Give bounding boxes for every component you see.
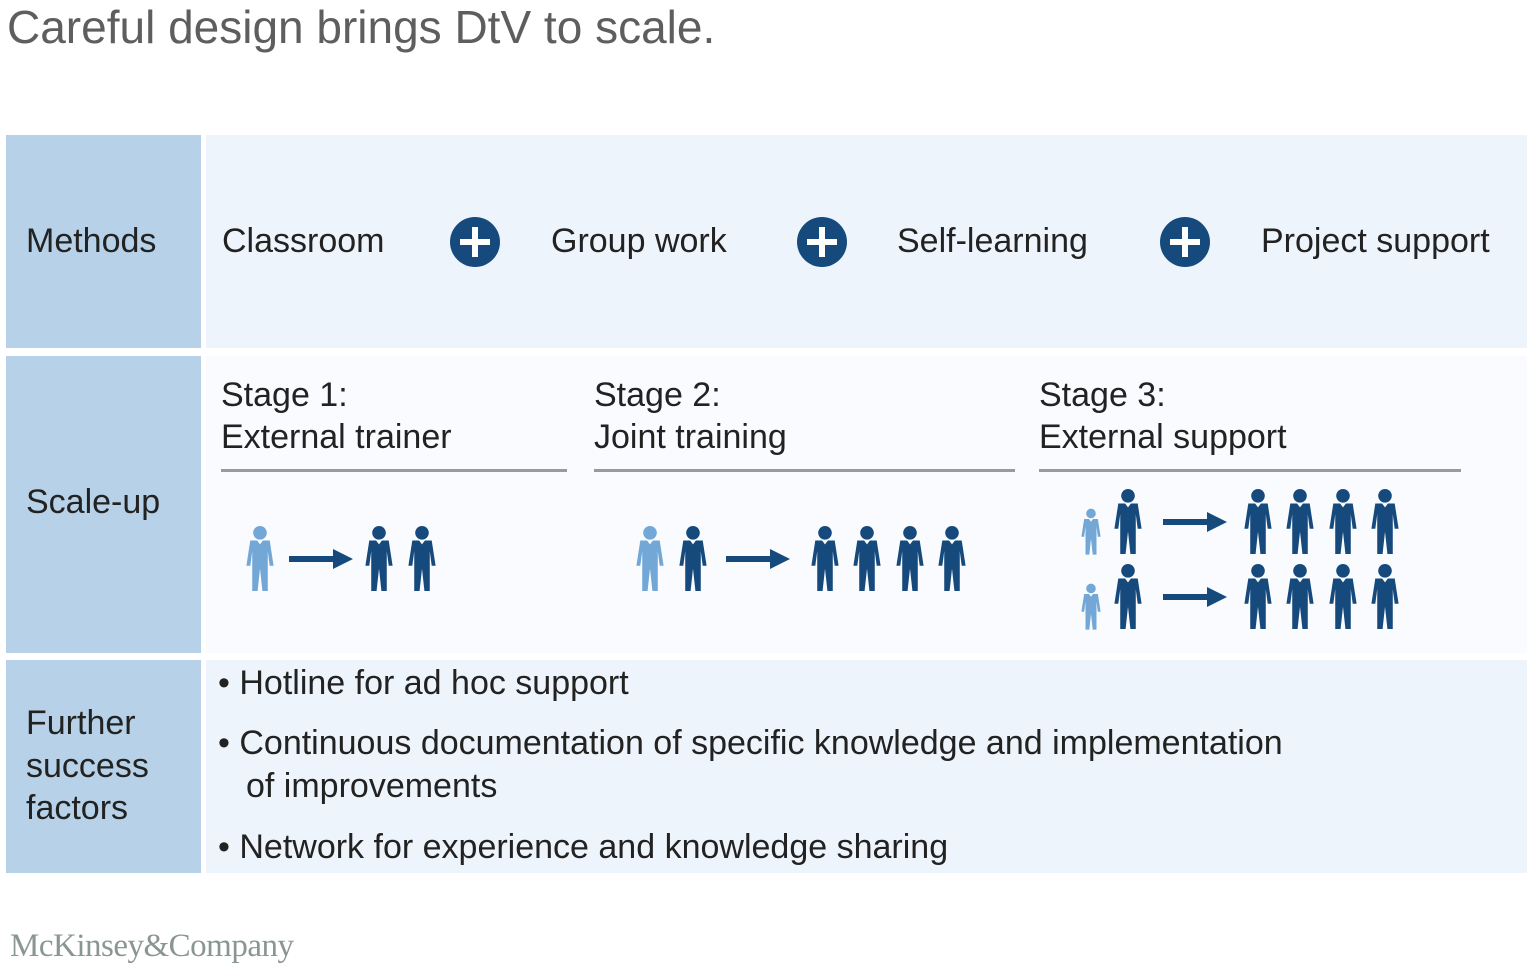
bullet-item: • Hotline for ad hoc support — [218, 664, 629, 702]
person-icon — [810, 525, 840, 593]
person-icon — [678, 525, 708, 593]
methods-label: Methods — [26, 222, 157, 260]
stage-2-name: Joint training — [594, 418, 787, 456]
stage-3-name: External support — [1039, 418, 1287, 456]
person-icon — [852, 525, 882, 593]
method-project-support: Project support — [1261, 222, 1490, 260]
person-icon — [364, 525, 394, 593]
bullet-continuation: of improvements — [246, 767, 498, 805]
bullet-text: Hotline for ad hoc support — [239, 664, 629, 702]
divider — [1039, 469, 1461, 472]
small-trainer-person-icon — [1079, 583, 1103, 631]
plus-icon — [1160, 217, 1210, 267]
stage-1-name: External trainer — [221, 418, 452, 456]
person-icon — [1370, 488, 1400, 556]
stage-3-heading: Stage 3: External support — [1039, 374, 1287, 458]
bullet-text: Continuous documentation of specific kno… — [239, 724, 1283, 762]
person-icon — [895, 525, 925, 593]
person-icon — [1243, 488, 1273, 556]
bullet-text: Network for experience and knowledge sha… — [239, 828, 949, 866]
trainer-person-icon — [245, 525, 275, 593]
further-label-cell: Further success factors — [6, 660, 201, 873]
person-icon — [407, 525, 437, 593]
divider — [594, 469, 1015, 472]
further-label-line: Further — [26, 704, 136, 742]
bullet-item: • Network for experience and knowledge s… — [218, 828, 949, 866]
divider — [221, 469, 567, 472]
stage-2-heading: Stage 2: Joint training — [594, 374, 787, 458]
arrow-icon — [1163, 587, 1227, 607]
arrow-icon — [726, 549, 790, 569]
person-icon — [1113, 488, 1143, 556]
methods-row — [206, 135, 1527, 348]
further-label-line: success — [26, 747, 149, 785]
person-icon — [1285, 488, 1315, 556]
person-icon — [1328, 563, 1358, 631]
further-row — [206, 660, 1527, 873]
person-icon — [1243, 563, 1273, 631]
person-icon — [937, 525, 967, 593]
person-icon — [1113, 563, 1143, 631]
stage-3-number: Stage 3: — [1039, 376, 1166, 414]
scale-up-label-cell: Scale-up — [6, 356, 201, 653]
plus-icon — [450, 217, 500, 267]
bullet-item: • Continuous documentation of specific k… — [218, 724, 1283, 762]
arrow-icon — [1163, 512, 1227, 532]
stage-2-number: Stage 2: — [594, 376, 721, 414]
scale-up-label: Scale-up — [26, 483, 161, 521]
method-self-learning: Self-learning — [897, 222, 1088, 260]
small-trainer-person-icon — [1079, 508, 1103, 556]
methods-label-cell: Methods — [6, 135, 201, 348]
plus-icon — [797, 217, 847, 267]
further-label-line: factors — [26, 789, 129, 827]
trainer-person-icon — [635, 525, 665, 593]
stage-1-heading: Stage 1: External trainer — [221, 374, 452, 458]
method-group-work: Group work — [551, 222, 727, 260]
stage-1-number: Stage 1: — [221, 376, 348, 414]
mckinsey-logo: McKinsey&Company — [10, 928, 294, 964]
method-classroom: Classroom — [222, 222, 385, 260]
person-icon — [1328, 488, 1358, 556]
person-icon — [1370, 563, 1400, 631]
person-icon — [1285, 563, 1315, 631]
page-title: Careful design brings DtV to scale. — [7, 1, 716, 53]
arrow-icon — [289, 549, 353, 569]
